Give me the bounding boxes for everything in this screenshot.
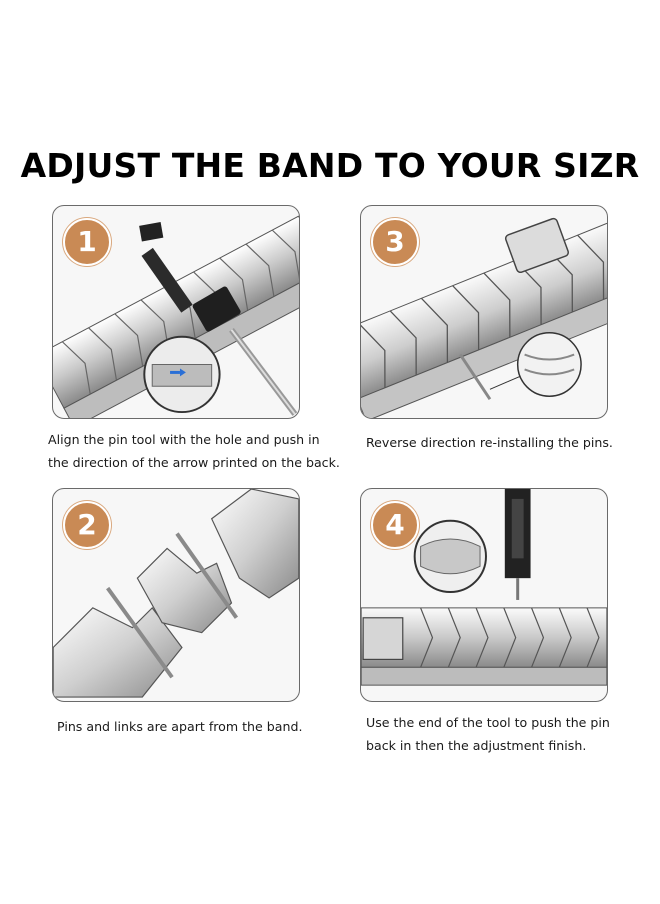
- watch-band-icon: [361, 607, 607, 686]
- step-1-caption-line-2: the direction of the arrow printed on th…: [48, 455, 340, 470]
- step-1-panel: 1: [52, 205, 300, 419]
- step-4-caption-line-2: back in then the adjustment finish.: [366, 738, 587, 753]
- clasp: [362, 617, 404, 660]
- step-2-caption: Pins and links are apart from the band.: [57, 715, 303, 738]
- link-piece-left: [53, 606, 183, 698]
- pin-tool-icon: [504, 489, 531, 600]
- step-2-illustration: [53, 489, 299, 698]
- pin-icon: [175, 532, 239, 619]
- step-3-caption: Reverse direction re-installing the pins…: [366, 431, 613, 454]
- step-2-caption-line-1: Pins and links are apart from the band.: [57, 719, 303, 734]
- step-3-panel: 3: [360, 205, 608, 419]
- link-piece-right: [210, 489, 299, 599]
- step-1-illustration: [53, 215, 299, 418]
- step-4-badge: 4: [371, 501, 419, 549]
- step-4-panel: 4: [360, 488, 608, 702]
- step-4-illustration: [361, 489, 607, 686]
- pin-icon: [106, 586, 174, 679]
- pin-tool-icon: [139, 222, 298, 416]
- step-4-caption: Use the end of the tool to push the pin …: [366, 711, 610, 757]
- step-3-caption-line-1: Reverse direction re-installing the pins…: [366, 435, 613, 450]
- step-3-badge: 3: [371, 218, 419, 266]
- pin-detail: [516, 332, 582, 397]
- step-1-caption: Align the pin tool with the hole and pus…: [48, 428, 340, 474]
- step-2-badge: 2: [63, 501, 111, 549]
- step-1-caption-line-1: Align the pin tool with the hole and pus…: [48, 432, 320, 447]
- pin-icon: [458, 353, 492, 401]
- page-title: ADJUST THE BAND TO YOUR SIZR: [20, 146, 640, 185]
- clasp: [504, 217, 569, 274]
- step-1-badge: 1: [63, 218, 111, 266]
- step-3-illustration: [361, 215, 607, 418]
- step-4-caption-line-1: Use the end of the tool to push the pin: [366, 715, 610, 730]
- link-piece-middle: [136, 547, 233, 634]
- magnifier-detail: [143, 335, 221, 414]
- step-2-panel: 2: [52, 488, 300, 702]
- watch-band-icon: [361, 215, 607, 418]
